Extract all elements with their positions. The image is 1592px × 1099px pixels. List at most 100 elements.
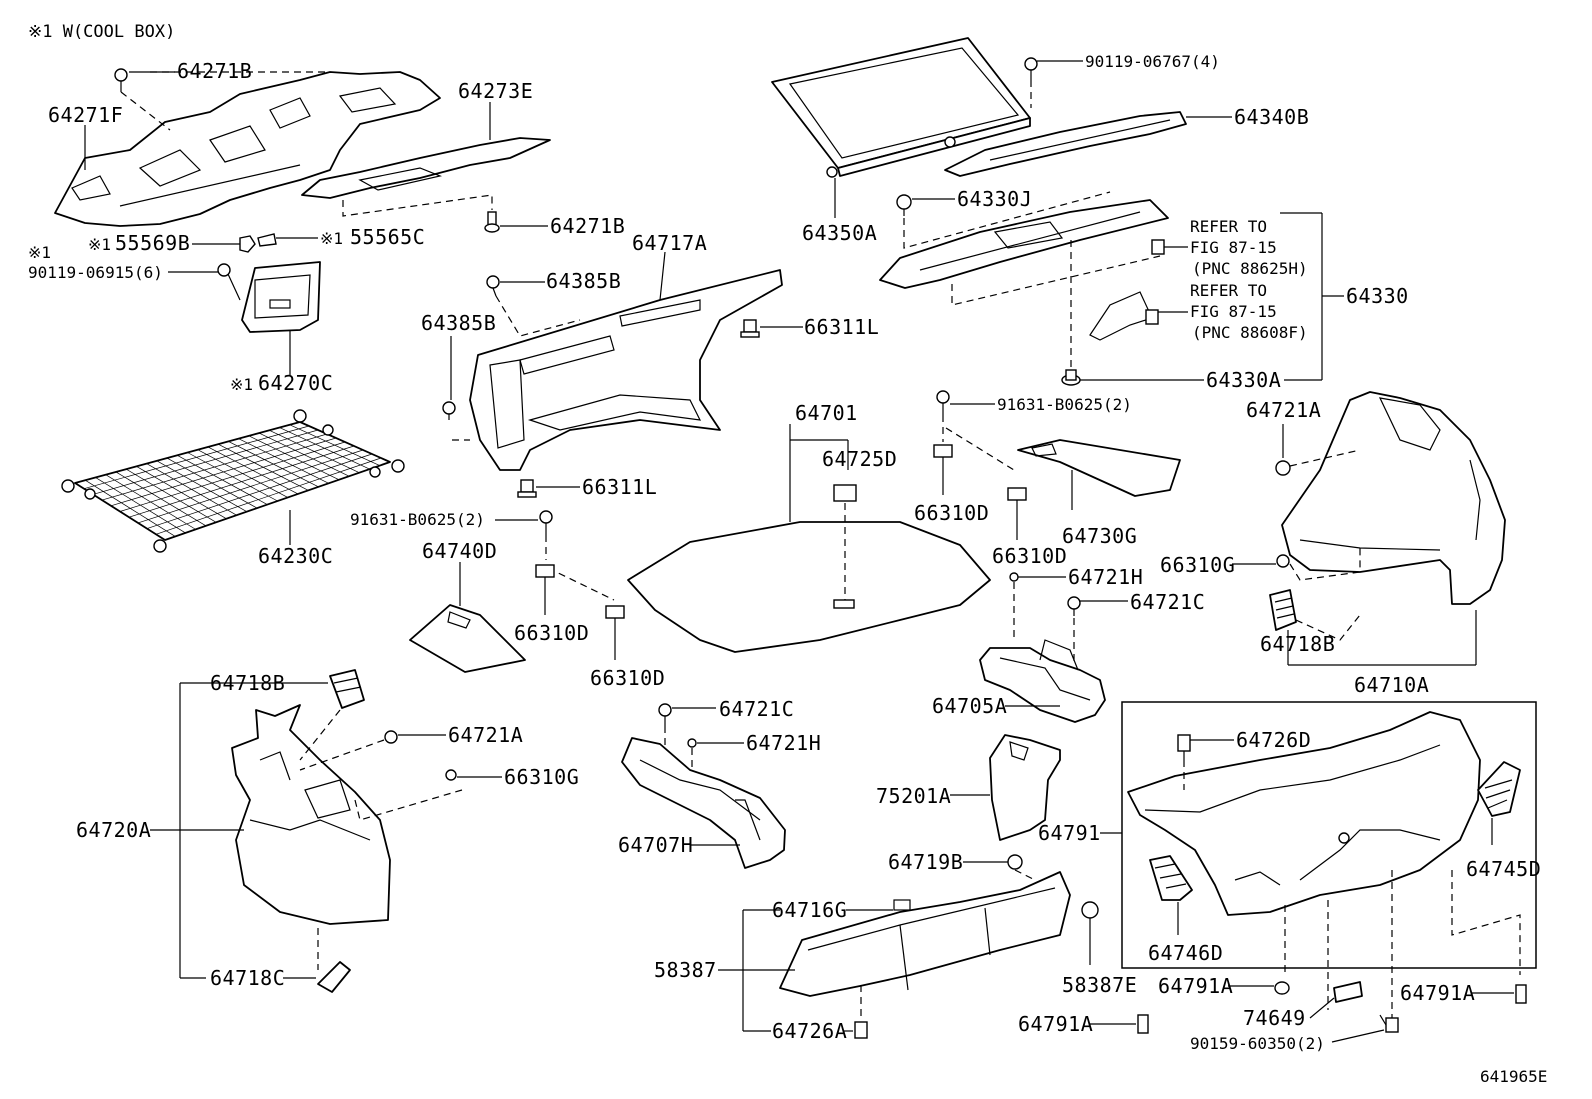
- label-64230C: 64230C: [258, 544, 333, 568]
- part-64273E[interactable]: [301, 137, 551, 199]
- ref1-line2: FIG 87-15: [1190, 238, 1277, 257]
- part-64350A[interactable]: [771, 37, 1031, 178]
- label-66311L-b: 66311L: [582, 475, 657, 499]
- part-55569B[interactable]: [239, 235, 256, 253]
- clip-66310D-d[interactable]: [1007, 487, 1027, 501]
- clip-66310D-a[interactable]: [535, 564, 555, 578]
- marker-55569B: ※1: [88, 235, 111, 254]
- part-64725D[interactable]: [833, 484, 857, 502]
- clip-64721H-a[interactable]: [1009, 572, 1019, 582]
- label-90119-06767: 90119-06767(4): [1085, 52, 1220, 71]
- part-64270C[interactable]: [241, 261, 321, 333]
- clip-64726D[interactable]: [1177, 734, 1191, 760]
- part-64710A[interactable]: [1281, 391, 1506, 605]
- label-64340B: 64340B: [1234, 105, 1309, 129]
- clip-64330A[interactable]: [1061, 369, 1081, 386]
- part-64745D[interactable]: [1477, 761, 1521, 817]
- part-64330[interactable]: [879, 199, 1169, 289]
- label-64721C-b: 64721C: [719, 697, 794, 721]
- part-74649[interactable]: [1333, 981, 1363, 1003]
- part-88625H[interactable]: [1151, 239, 1165, 255]
- clip-66311L-b[interactable]: [517, 479, 537, 498]
- clip-64271B-top[interactable]: [114, 68, 128, 92]
- part-64791[interactable]: [1127, 711, 1481, 916]
- label-58387: 58387: [654, 958, 717, 982]
- net-strand: [128, 445, 355, 518]
- part-64718C[interactable]: [317, 961, 351, 993]
- clip-66311L-a[interactable]: [740, 319, 760, 338]
- part-64271F[interactable]: [54, 71, 441, 227]
- label-55565C: 55565C: [350, 225, 425, 249]
- label-64730G: 64730G: [1062, 524, 1137, 548]
- screw-91631-left[interactable]: [539, 510, 553, 535]
- screw-90119-06767[interactable]: [1024, 57, 1038, 80]
- part-64340B[interactable]: [944, 111, 1187, 177]
- screw-90119-06915[interactable]: [217, 263, 241, 301]
- label-91631-right: 91631-B0625(2): [997, 395, 1132, 414]
- label-64707H: 64707H: [618, 833, 693, 857]
- label-74649: 74649: [1243, 1006, 1306, 1030]
- part-64701[interactable]: [627, 521, 991, 653]
- label-66310D-d: 66310D: [992, 544, 1067, 568]
- part-64718B-a[interactable]: [1269, 589, 1297, 631]
- part-55565C[interactable]: [257, 233, 277, 247]
- clip-66310D-c[interactable]: [933, 444, 953, 458]
- clip-64726A[interactable]: [854, 1021, 868, 1039]
- label-58387E: 58387E: [1062, 973, 1137, 997]
- part-64740D[interactable]: [409, 604, 526, 673]
- clip-64385B-a[interactable]: [486, 275, 500, 297]
- label-64273E: 64273E: [458, 79, 533, 103]
- label-66310G-a: 66310G: [1160, 553, 1235, 577]
- clip-64791A-c[interactable]: [1515, 984, 1527, 1004]
- label-64745D: 64745D: [1466, 857, 1541, 881]
- clip-64385B-b[interactable]: [442, 401, 456, 420]
- part-64707H[interactable]: [621, 737, 786, 869]
- clip-66310D-b[interactable]: [605, 605, 625, 619]
- net-strand: [137, 449, 364, 524]
- label-64721C-a: 64721C: [1130, 590, 1205, 614]
- figure-code: 641965E: [1480, 1067, 1547, 1086]
- clip-66310G-a[interactable]: [1276, 554, 1290, 568]
- clip-66310G-b[interactable]: [445, 769, 457, 781]
- part-64718B-b[interactable]: [329, 669, 365, 709]
- label-64721A-a: 64721A: [1246, 398, 1321, 422]
- label-64791A-a: 64791A: [1018, 1012, 1093, 1036]
- label-64726A: 64726A: [772, 1019, 847, 1043]
- part-64716G[interactable]: [779, 871, 1071, 997]
- screw-91631-right[interactable]: [936, 390, 950, 415]
- part-64730G[interactable]: [1017, 439, 1181, 497]
- label-64330J: 64330J: [957, 187, 1032, 211]
- clip-64721H-b[interactable]: [687, 738, 697, 748]
- part-88608F[interactable]: [1089, 291, 1159, 341]
- label-64270C: 64270C: [258, 371, 333, 395]
- clip-58387E[interactable]: [1081, 901, 1099, 919]
- ref1-line3: (PNC 88625H): [1192, 259, 1308, 278]
- clip-64330J[interactable]: [896, 194, 912, 216]
- clip-64791A-b[interactable]: [1274, 981, 1290, 995]
- label-64271B-mid: 64271B: [550, 214, 625, 238]
- part-64230C[interactable]: [61, 409, 405, 553]
- clip-64721C-b[interactable]: [658, 703, 672, 726]
- clip-64721C-a[interactable]: [1067, 596, 1081, 616]
- label-55569B: 55569B: [115, 231, 190, 255]
- part-75201A[interactable]: [989, 734, 1061, 841]
- ref1-line1: REFER TO: [1190, 217, 1267, 236]
- clip-64721A-a[interactable]: [1275, 460, 1291, 476]
- clip-64719B[interactable]: [1007, 854, 1023, 870]
- label-64720A: 64720A: [76, 818, 151, 842]
- clip-64271B-mid[interactable]: [484, 211, 500, 233]
- label-64791A-b: 64791A: [1158, 974, 1233, 998]
- label-66310G-b: 66310G: [504, 765, 579, 789]
- label-64330: 64330: [1346, 284, 1409, 308]
- part-64705A[interactable]: [979, 639, 1106, 723]
- part-64717A[interactable]: [469, 269, 783, 471]
- clip-64721A-b[interactable]: [384, 730, 398, 744]
- part-64746D[interactable]: [1149, 855, 1193, 901]
- label-64717A: 64717A: [632, 231, 707, 255]
- label-64721H-b: 64721H: [746, 731, 821, 755]
- screw-90159-60350[interactable]: [1379, 1014, 1399, 1033]
- ref2-line2: FIG 87-15: [1190, 302, 1277, 321]
- label-64719B: 64719B: [888, 850, 963, 874]
- part-64720A[interactable]: [231, 704, 391, 925]
- clip-64791A-a[interactable]: [1137, 1014, 1149, 1034]
